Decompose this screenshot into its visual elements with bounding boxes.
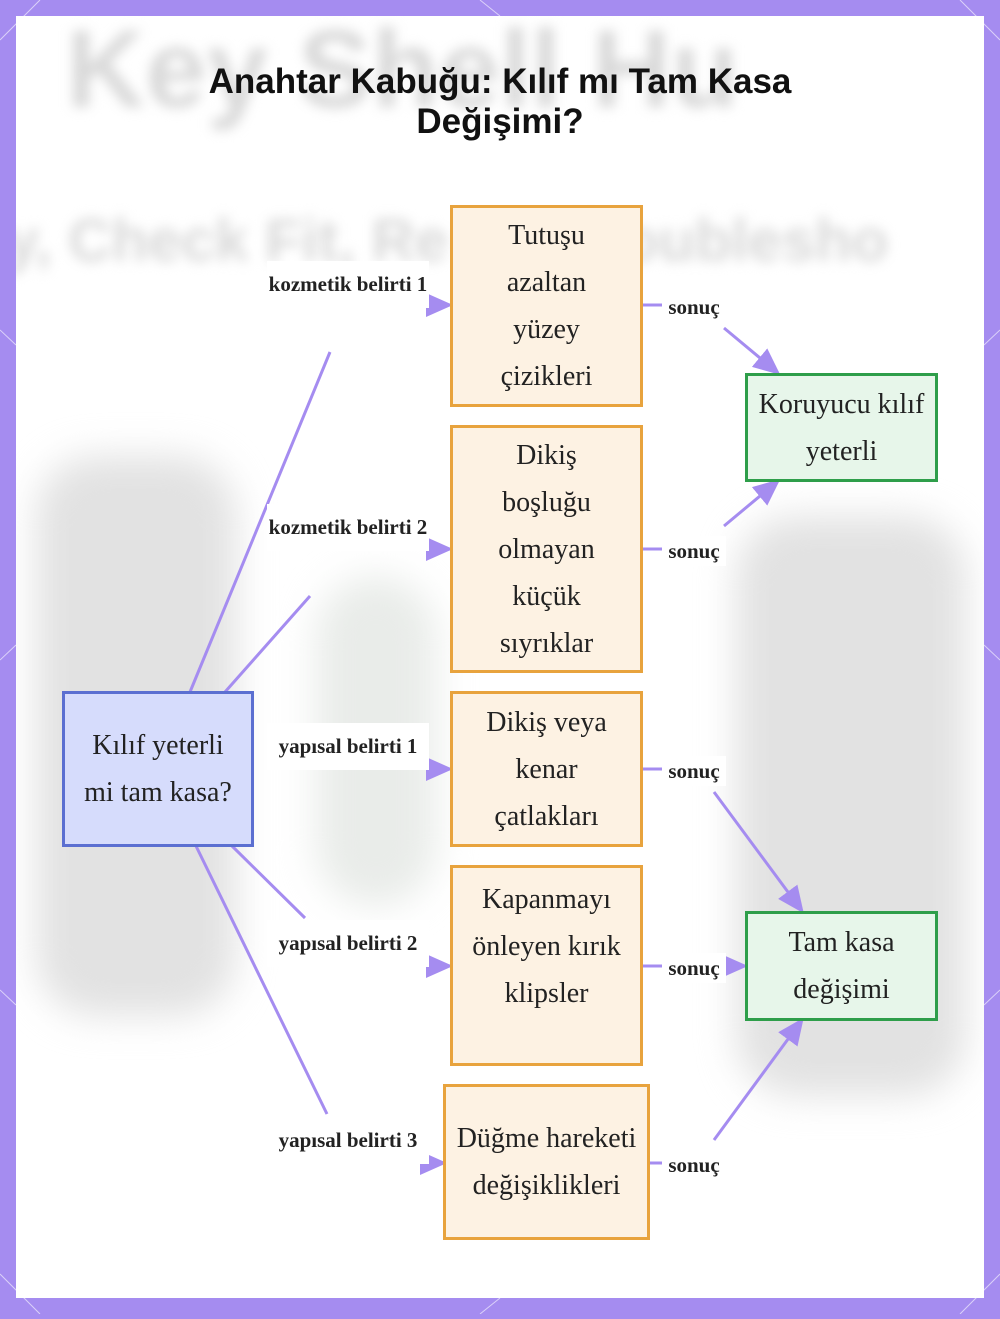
symptom-node-2: Dikiş boşluğu olmayan küçük sıyrıklar [450, 425, 643, 673]
edge-root-to-symptom-5 [194, 845, 329, 1115]
symptom-node-1: Tutuşu azaltan yüzey çizikleri [450, 205, 643, 407]
root-question-node: Kılıf yeterli mi tam kasa? [62, 691, 254, 847]
result-label-1: sonuç [662, 292, 726, 322]
edge-root-to-symptom-2 [223, 595, 312, 693]
edge-root-to-symptom-4 [230, 844, 307, 920]
symptom-label-3: Dikiş veya kenar çatlakları [486, 706, 607, 832]
outcome-node-full-replacement: Tam kasa değişimi [745, 911, 938, 1021]
symptom-node-4: Kapanmayı önleyen kırık klipsler [450, 865, 643, 1066]
edge-symptom-5-to-outcome-2 [712, 1017, 804, 1141]
edge-label-symptom-3: yapısal belirti 1 [267, 723, 429, 770]
root-question-label: Kılıf yeterli mi tam kasa? [84, 730, 232, 808]
symptom-label-5: Düğme hareketi değişiklikleri [456, 1123, 637, 1201]
edge-symptom-3-to-outcome-2 [712, 791, 804, 914]
symptom-label-4: Kapanmayı önleyen kırık klipsler [472, 884, 621, 1009]
edge-symptom-2-to-outcome-1 [723, 479, 781, 528]
symptom-label-1: Tutuşu azaltan yüzey çizikleri [500, 220, 593, 392]
edge-label-symptom-5: yapısal belirti 3 [267, 1117, 429, 1164]
symptom-label-2: Dikiş boşluğu olmayan küçük sıyrıklar [498, 439, 595, 659]
diagram-title: Anahtar Kabuğu: Kılıf mı Tam Kasa Değişi… [208, 62, 792, 141]
outcome-node-case-sufficient: Koruyucu kılıf yeterli [745, 373, 938, 482]
result-label-3: sonuç [662, 756, 726, 786]
symptom-node-3: Dikiş veya kenar çatlakları [450, 691, 643, 847]
result-label-5: sonuç [662, 1150, 726, 1180]
edge-label-symptom-1: kozmetik belirti 1 [267, 261, 429, 308]
background-ghost-heading: Key Shell Hu [66, 16, 739, 131]
outcome-label-full-replacement: Tam kasa değişimi [788, 927, 895, 1005]
result-label-2: sonuç [662, 536, 726, 566]
result-label-4: sonuç [662, 953, 726, 983]
symptom-node-5: Düğme hareketi değişiklikleri [443, 1084, 650, 1240]
edge-symptom-1-to-outcome-1 [723, 326, 781, 375]
outcome-label-case-sufficient: Koruyucu kılıf yeterli [758, 388, 925, 467]
edge-root-to-symptom-1 [188, 351, 332, 693]
edge-label-symptom-4: yapısal belirti 2 [267, 920, 429, 967]
edge-label-symptom-2: kozmetik belirti 2 [267, 504, 429, 551]
